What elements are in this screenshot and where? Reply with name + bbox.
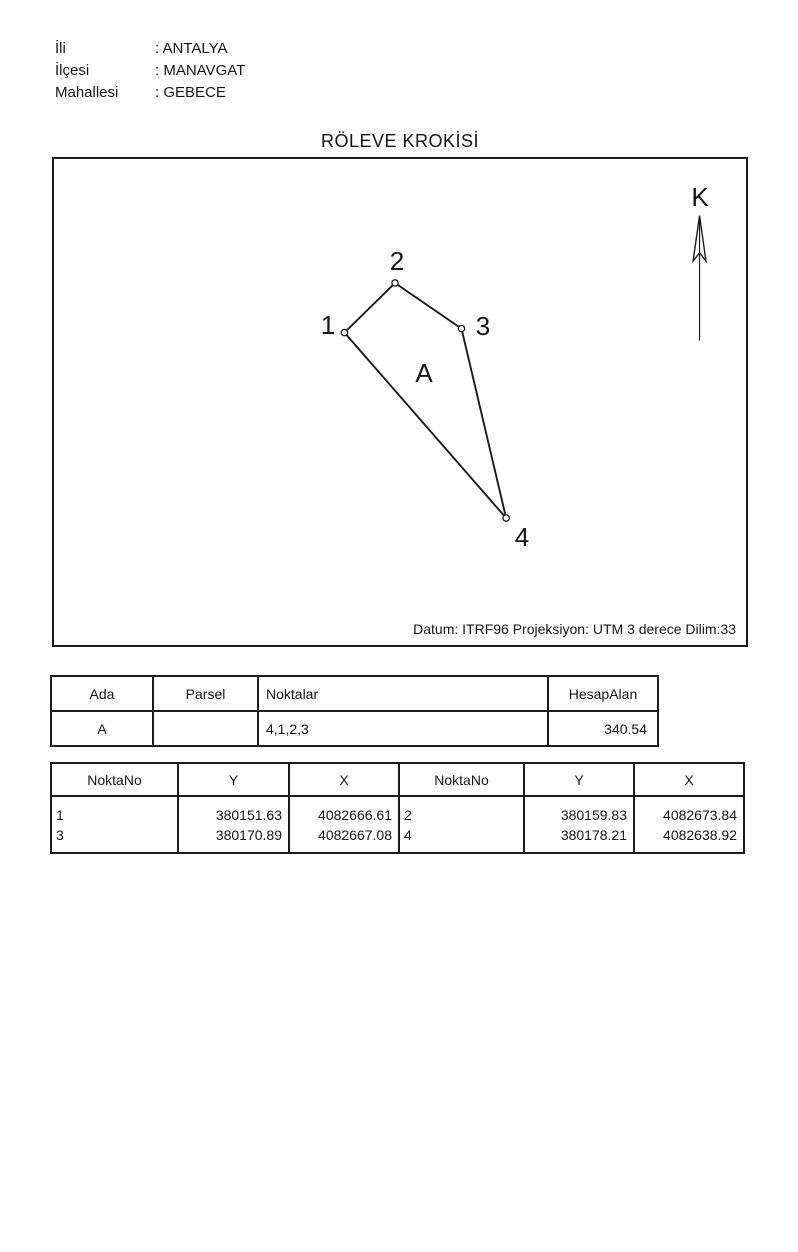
province-row: İli : ANTALYA (55, 38, 245, 60)
column-header-noktalar: Noktalar (257, 675, 549, 712)
column-header-noktano-right: NoktaNo (398, 762, 525, 797)
north-arrow-icon (692, 215, 708, 341)
parcel-edges (343, 282, 508, 519)
hesapalan-cell: 340.54 (547, 710, 659, 747)
column-header-y-right: Y (523, 762, 635, 797)
datum-note: Datum: ITRF96 Projeksiyon: UTM 3 derece … (413, 621, 736, 637)
point-no: 3 (56, 827, 64, 843)
column-header-hesapalan: HesapAlan (547, 675, 659, 712)
vertex-marker-4 (502, 514, 510, 522)
district-row: İlçesi : MANAVGAT (55, 60, 245, 82)
x-right-cell: 4082673.84 4082638.92 (633, 795, 745, 854)
parcel-polygon-drawing (340, 215, 708, 522)
column-header-parsel: Parsel (152, 675, 259, 712)
page-title: RÖLEVE KROKİSİ (320, 131, 480, 151)
vertex-marker-1 (340, 328, 349, 337)
coordinate-value: 4082638.92 (663, 827, 737, 843)
north-label: K (691, 182, 709, 212)
noktalar-cell: 4,1,2,3 (257, 710, 549, 747)
survey-sketch: 1 2 3 4 A K Datum: ITRF96 Projeksiyon: U… (52, 157, 748, 647)
point-no: 2 (404, 807, 412, 823)
noktano-right-cell: 2 4 (398, 795, 525, 854)
parcel-table: Ada Parsel Noktalar HesapAlan A 4,1,2,3 … (50, 675, 659, 747)
y-right-cell: 380159.83 380178.21 (523, 795, 635, 854)
location-header: İli : ANTALYA İlçesi : MANAVGAT Mahalles… (55, 38, 245, 104)
coordinate-value: 380159.83 (560, 807, 627, 823)
x-left-cell: 4082666.61 4082667.08 (288, 795, 400, 854)
province-label: İli (55, 40, 66, 57)
coordinate-value: 380178.21 (560, 827, 627, 843)
column-header-noktano-left: NoktaNo (50, 762, 179, 797)
parsel-cell (152, 710, 259, 747)
province-value: : ANTALYA (155, 40, 228, 57)
coordinate-value: 4082673.84 (663, 807, 737, 823)
point-no: 1 (56, 807, 64, 823)
point-label-2: 2 (389, 246, 405, 276)
column-header-x-right: X (633, 762, 745, 797)
ada-cell: A (50, 710, 154, 747)
y-left-cell: 380151.63 380170.89 (177, 795, 290, 854)
neighborhood-row: Mahallesi : GEBECE (55, 82, 245, 104)
point-label-4: 4 (514, 522, 530, 552)
vertex-marker-2 (391, 279, 399, 287)
neighborhood-label: Mahallesi (55, 84, 119, 101)
coordinates-body-row: 1 3 380151.63 380170.89 4082666.61 40826… (50, 795, 745, 854)
point-no: 4 (404, 827, 412, 843)
coordinate-value: 380151.63 (215, 807, 282, 823)
parcel-table-header-row: Ada Parsel Noktalar HesapAlan (50, 675, 659, 712)
column-header-ada: Ada (50, 675, 154, 712)
coordinates-table: NoktaNo Y X NoktaNo Y X 1 3 380151.63 38… (50, 762, 745, 854)
coordinate-value: 380170.89 (215, 827, 282, 843)
coordinate-value: 4082666.61 (318, 807, 392, 823)
district-value: : MANAVGAT (155, 62, 246, 79)
noktano-left-cell: 1 3 (50, 795, 179, 854)
neighborhood-value: : GEBECE (155, 84, 226, 101)
column-header-y-left: Y (177, 762, 290, 797)
point-label-1: 1 (320, 310, 336, 340)
district-label: İlçesi (55, 62, 90, 79)
coordinate-value: 4082667.08 (318, 827, 392, 843)
coordinates-header-row: NoktaNo Y X NoktaNo Y X (50, 762, 745, 797)
parcel-table-row: A 4,1,2,3 340.54 (50, 710, 659, 747)
vertex-marker-3 (457, 324, 466, 333)
column-header-x-left: X (288, 762, 400, 797)
point-label-3: 3 (475, 311, 491, 341)
parcel-area-label: A (415, 358, 433, 388)
vertex-markers (340, 279, 510, 522)
